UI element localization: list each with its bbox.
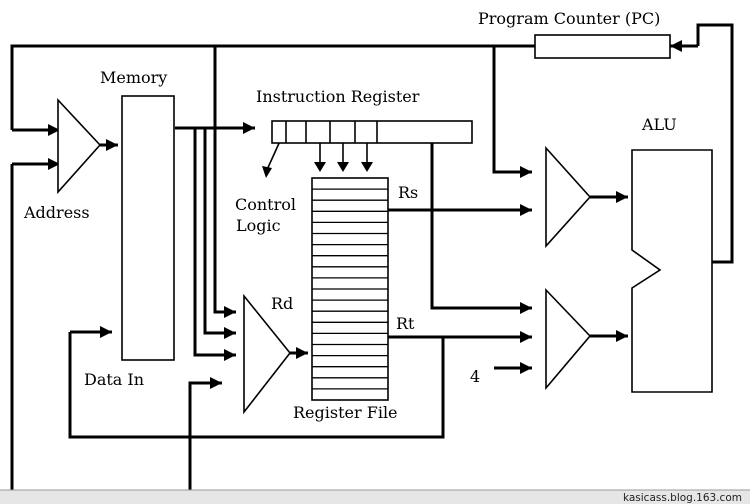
ir-to-rf-wires xyxy=(319,143,368,164)
memory-block xyxy=(121,95,175,361)
label-program-counter: Program Counter (PC) xyxy=(478,9,660,28)
label-instruction-register: Instruction Register xyxy=(256,87,420,106)
label-address: Address xyxy=(23,203,90,222)
lower-mux xyxy=(545,288,592,391)
watermark-strip xyxy=(0,490,750,504)
label-alu: ALU xyxy=(641,115,677,134)
watermark-text: kasicass.blog.163.com xyxy=(623,492,742,504)
label-rd: Rd xyxy=(271,294,293,313)
label-control: Control xyxy=(235,195,296,214)
instruction-register xyxy=(271,120,473,144)
label-logic: Logic xyxy=(236,216,281,235)
rd-mux xyxy=(243,293,292,415)
alu-block xyxy=(631,149,713,393)
address-mux xyxy=(57,97,102,195)
label-rt: Rt xyxy=(396,314,415,333)
arrowheads xyxy=(48,40,682,389)
label-memory: Memory xyxy=(100,68,167,87)
register-file xyxy=(311,177,389,401)
label-constant-four: 4 xyxy=(470,367,480,386)
label-rs: Rs xyxy=(398,183,418,202)
upper-mux xyxy=(545,145,592,249)
label-data-in: Data In xyxy=(84,370,144,389)
program-counter-register xyxy=(534,34,671,59)
label-register-file: Register File xyxy=(293,403,398,422)
